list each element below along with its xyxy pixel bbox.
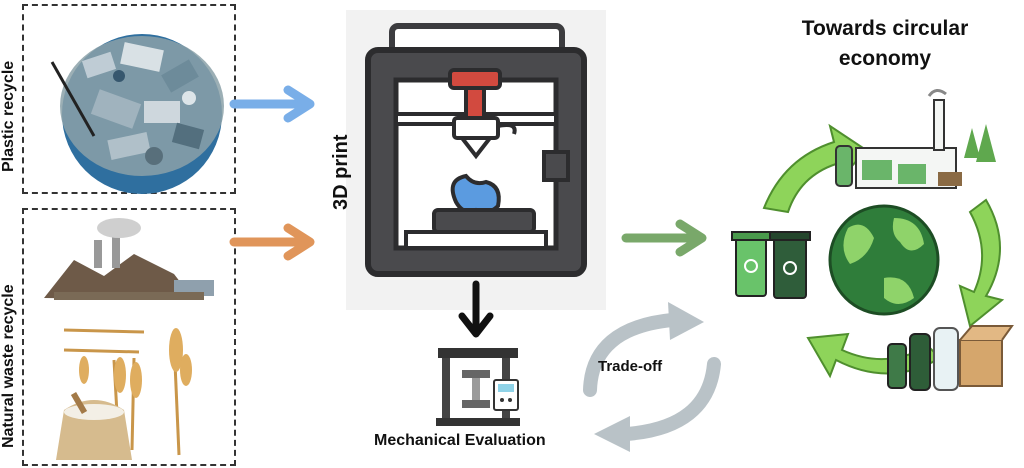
factory-icon bbox=[835, 89, 996, 189]
natural-waste-label: Natural waste recycle bbox=[0, 284, 17, 448]
tradeoff-cycle-arrows bbox=[583, 302, 721, 452]
earth-globe-icon bbox=[828, 204, 940, 316]
plastic-waste-globe-image bbox=[50, 34, 224, 194]
plastic-recycle-panel: Plastic recycle bbox=[0, 4, 236, 194]
tensile-tester-icon bbox=[436, 348, 520, 426]
recycle-bins-icon bbox=[731, 231, 811, 299]
plastic-to-print-arrow bbox=[229, 85, 315, 123]
tradeoff-label: Trade-off bbox=[598, 358, 663, 375]
circular-economy-title: Towards circular economy bbox=[801, 17, 969, 70]
circular-economy-cycle bbox=[731, 89, 1014, 391]
bottles-box-icon bbox=[887, 325, 1014, 391]
print-to-economy-arrow bbox=[621, 219, 707, 257]
plastic-recycle-label: Plastic recycle bbox=[0, 60, 17, 172]
natural-waste-panel: Natural waste recycle bbox=[0, 208, 236, 466]
natural-to-print-arrow bbox=[229, 223, 315, 261]
mechanical-evaluation-label: Mechanical Evaluation bbox=[374, 432, 546, 449]
natural-waste-image bbox=[44, 218, 214, 460]
print-to-evaluation-arrow bbox=[458, 280, 494, 338]
3d-printer-icon bbox=[365, 23, 587, 277]
3d-print-label: 3D print bbox=[330, 134, 352, 210]
